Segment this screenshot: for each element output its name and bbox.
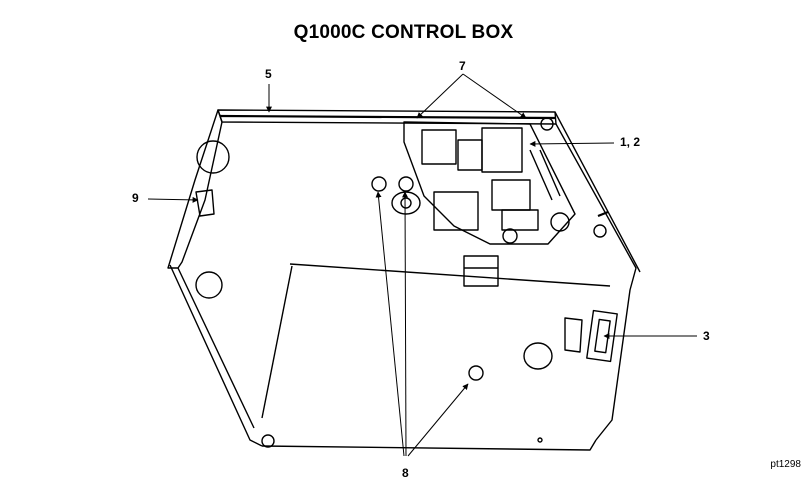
callout-1-2: 1, 2 (620, 135, 641, 149)
floor-grommet-center (400, 197, 412, 209)
diagram-title: Q1000C CONTROL BOX (293, 22, 514, 43)
box-top-edge (219, 114, 556, 120)
floor-rivet (537, 437, 543, 443)
floor-hole (523, 342, 553, 370)
leader-8a (375, 191, 405, 457)
rocker-switch (586, 309, 618, 363)
connector-block (463, 255, 499, 287)
box-right-wall (555, 123, 637, 441)
leader-7b (462, 73, 527, 119)
relay-3 (481, 127, 523, 173)
box-left-wall (167, 109, 223, 269)
callout-7: 7 (459, 59, 466, 73)
relay-1 (421, 129, 457, 165)
floor-back-edge (289, 263, 611, 287)
callout-9: 9 (132, 191, 139, 205)
right-tab (597, 210, 609, 218)
box-bottom-edge (261, 439, 597, 451)
callout-3: 3 (703, 329, 710, 343)
corner-screw-right (593, 224, 607, 238)
standoff-screw-right (398, 176, 414, 192)
relay-2 (457, 139, 483, 171)
floor-left-edge (261, 265, 293, 419)
box-left-inner-edge (177, 267, 255, 429)
capacitor (550, 212, 570, 232)
terminal-block (491, 179, 531, 211)
callout-5: 5 (265, 67, 272, 81)
corner-screw-top (540, 117, 554, 131)
wire-clip (195, 189, 215, 217)
corner-screw-bottom (261, 434, 275, 448)
leader-7a (416, 73, 464, 119)
leader-8b (402, 191, 409, 457)
knockout-left-upper (196, 140, 230, 174)
circuit-board (403, 121, 576, 245)
box-right-top-edge (554, 111, 641, 273)
callout-8: 8 (402, 466, 409, 480)
figure-reference: pt1298 (770, 459, 801, 470)
transformer (433, 191, 479, 231)
standoff-screw-floor (468, 365, 484, 381)
box-left-lower-edge (169, 264, 263, 447)
leader-8c (407, 383, 469, 457)
board-trace-2 (539, 149, 561, 197)
leader-1-2 (529, 140, 615, 147)
board-trace (529, 149, 553, 201)
floor-grommet (391, 191, 421, 215)
leader-9 (147, 196, 199, 203)
component-block (501, 209, 539, 231)
knockout-left-lower (195, 271, 223, 299)
standoff-screw-left (371, 176, 387, 192)
capacitor-small (502, 228, 518, 244)
switch-bracket (564, 317, 583, 353)
